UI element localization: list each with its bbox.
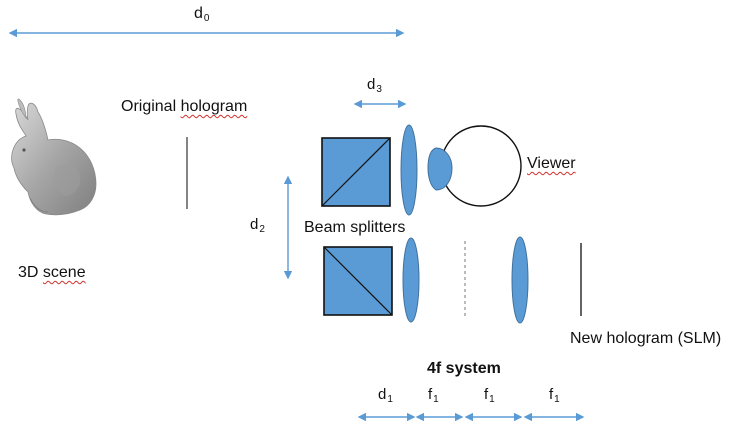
original-hologram-label: Original hologram <box>121 98 248 115</box>
bunny-icon <box>11 98 97 216</box>
d2-label: d2 <box>250 216 265 235</box>
eyepiece-lens <box>400 124 418 216</box>
new-hologram-label: New hologram (SLM) <box>570 330 722 347</box>
lens-4f <box>511 236 529 324</box>
eye-icon <box>427 125 522 207</box>
scene-label: 3D scene <box>18 264 86 281</box>
beam-splitter-bottom <box>323 246 393 316</box>
f1-label-1: f1 <box>428 386 439 405</box>
d0-label: d0 <box>194 5 210 24</box>
d1-label: d1 <box>378 386 393 405</box>
beam-splitter-top <box>321 137 391 207</box>
lens-d1 <box>402 237 420 323</box>
beam-splitters-label: Beam splitters <box>304 219 406 236</box>
d3-label: d3 <box>367 76 382 95</box>
fourf-system-label: 4f system <box>427 360 501 377</box>
f1-label-3: f1 <box>549 386 560 405</box>
f1-label-2: f1 <box>484 386 495 405</box>
viewer-label: Viewer <box>527 155 576 172</box>
